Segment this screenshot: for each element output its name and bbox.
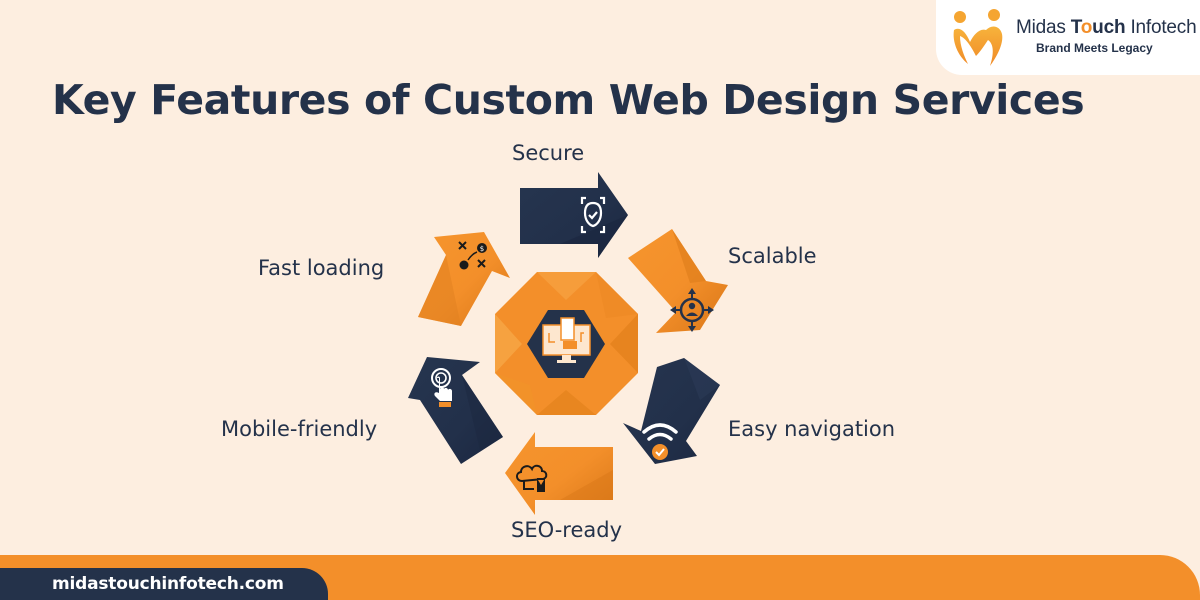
feature-label-easy-navigation: Easy navigation xyxy=(728,417,896,441)
cloud-hourglass-icon xyxy=(516,464,548,492)
easy-navigation-arrow xyxy=(623,358,720,464)
people-m-logo-icon xyxy=(953,9,1003,66)
fast-loading-arrow: $ xyxy=(418,232,510,326)
wifi-check-icon xyxy=(642,423,678,460)
page-title: Key Features of Custom Web Design Servic… xyxy=(52,76,1085,124)
center-hub xyxy=(495,272,638,415)
user-expand-arrows-icon xyxy=(670,288,714,332)
touch-tap-icon xyxy=(431,368,452,407)
seo-ready-arrow xyxy=(505,432,613,515)
feature-label-scalable: Scalable xyxy=(728,244,817,268)
brand-tagline: Brand Meets Legacy xyxy=(1036,41,1153,55)
feature-label-seo-ready: SEO-ready xyxy=(511,518,623,542)
scalable-arrow xyxy=(628,229,728,333)
feature-label-secure: Secure xyxy=(512,141,585,165)
secure-arrow xyxy=(520,172,628,258)
monitor-web-layout-icon xyxy=(542,317,591,363)
mobile-friendly-arrow xyxy=(408,357,503,464)
website-link[interactable]: midastouchinfotech.com xyxy=(52,574,284,594)
strategy-plan-icon: $ xyxy=(458,241,487,270)
brand-logo: Midas Touch Infotech Brand Meets Legacy xyxy=(936,0,1200,75)
footer-url-bar xyxy=(0,568,328,600)
svg-text:$: $ xyxy=(480,245,484,253)
face-shield-check-icon xyxy=(580,196,606,234)
feature-label-fast-loading: Fast loading xyxy=(258,256,385,280)
feature-label-mobile-friendly: Mobile-friendly xyxy=(221,417,378,441)
brand-name: Midas Touch Infotech xyxy=(1016,17,1197,38)
